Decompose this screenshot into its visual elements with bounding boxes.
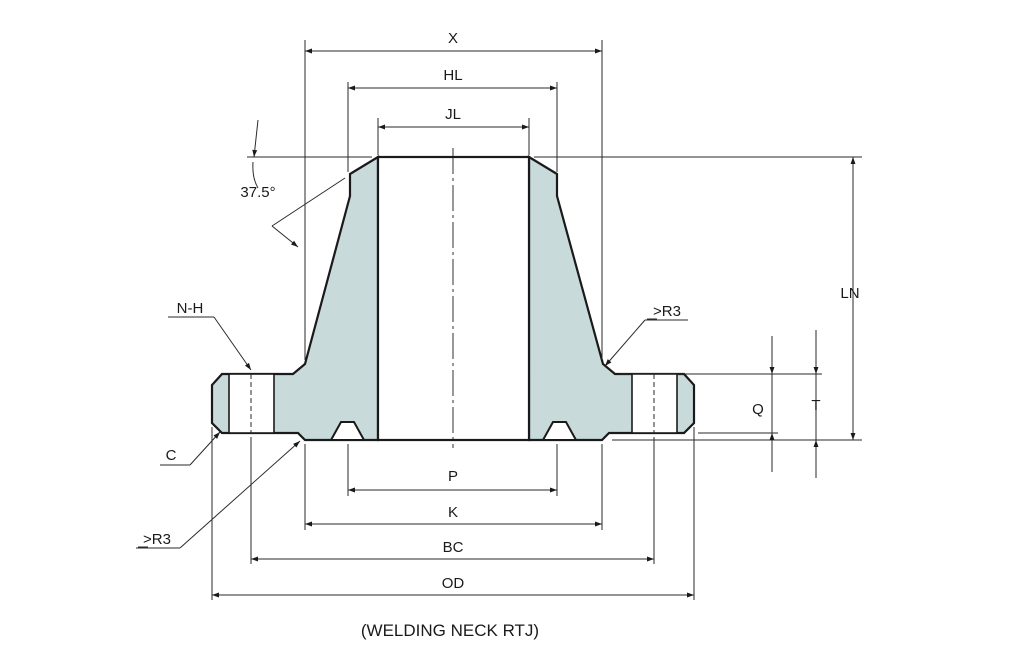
label-bc: BC: [443, 539, 464, 556]
label-angle: 37.5°: [240, 184, 275, 201]
diagram-caption: (WELDING NECK RTJ): [361, 621, 539, 640]
label-ln: LN: [840, 285, 859, 302]
label-nh: N-H: [177, 300, 204, 317]
label-k: K: [448, 504, 458, 521]
ring-groove-left: [329, 421, 366, 441]
label-od: OD: [442, 575, 465, 592]
label-c: C: [166, 447, 177, 464]
label-r3-left: >R3: [143, 531, 171, 548]
ring-groove-right: [541, 421, 578, 441]
label-p: P: [448, 468, 458, 485]
label-r3-right: >R3: [653, 303, 681, 320]
bore: [376, 155, 531, 442]
label-t: T: [811, 397, 820, 414]
label-jl: JL: [445, 106, 461, 123]
label-x: X: [448, 30, 458, 47]
label-q: Q: [752, 401, 764, 418]
label-hl: HL: [443, 67, 462, 84]
